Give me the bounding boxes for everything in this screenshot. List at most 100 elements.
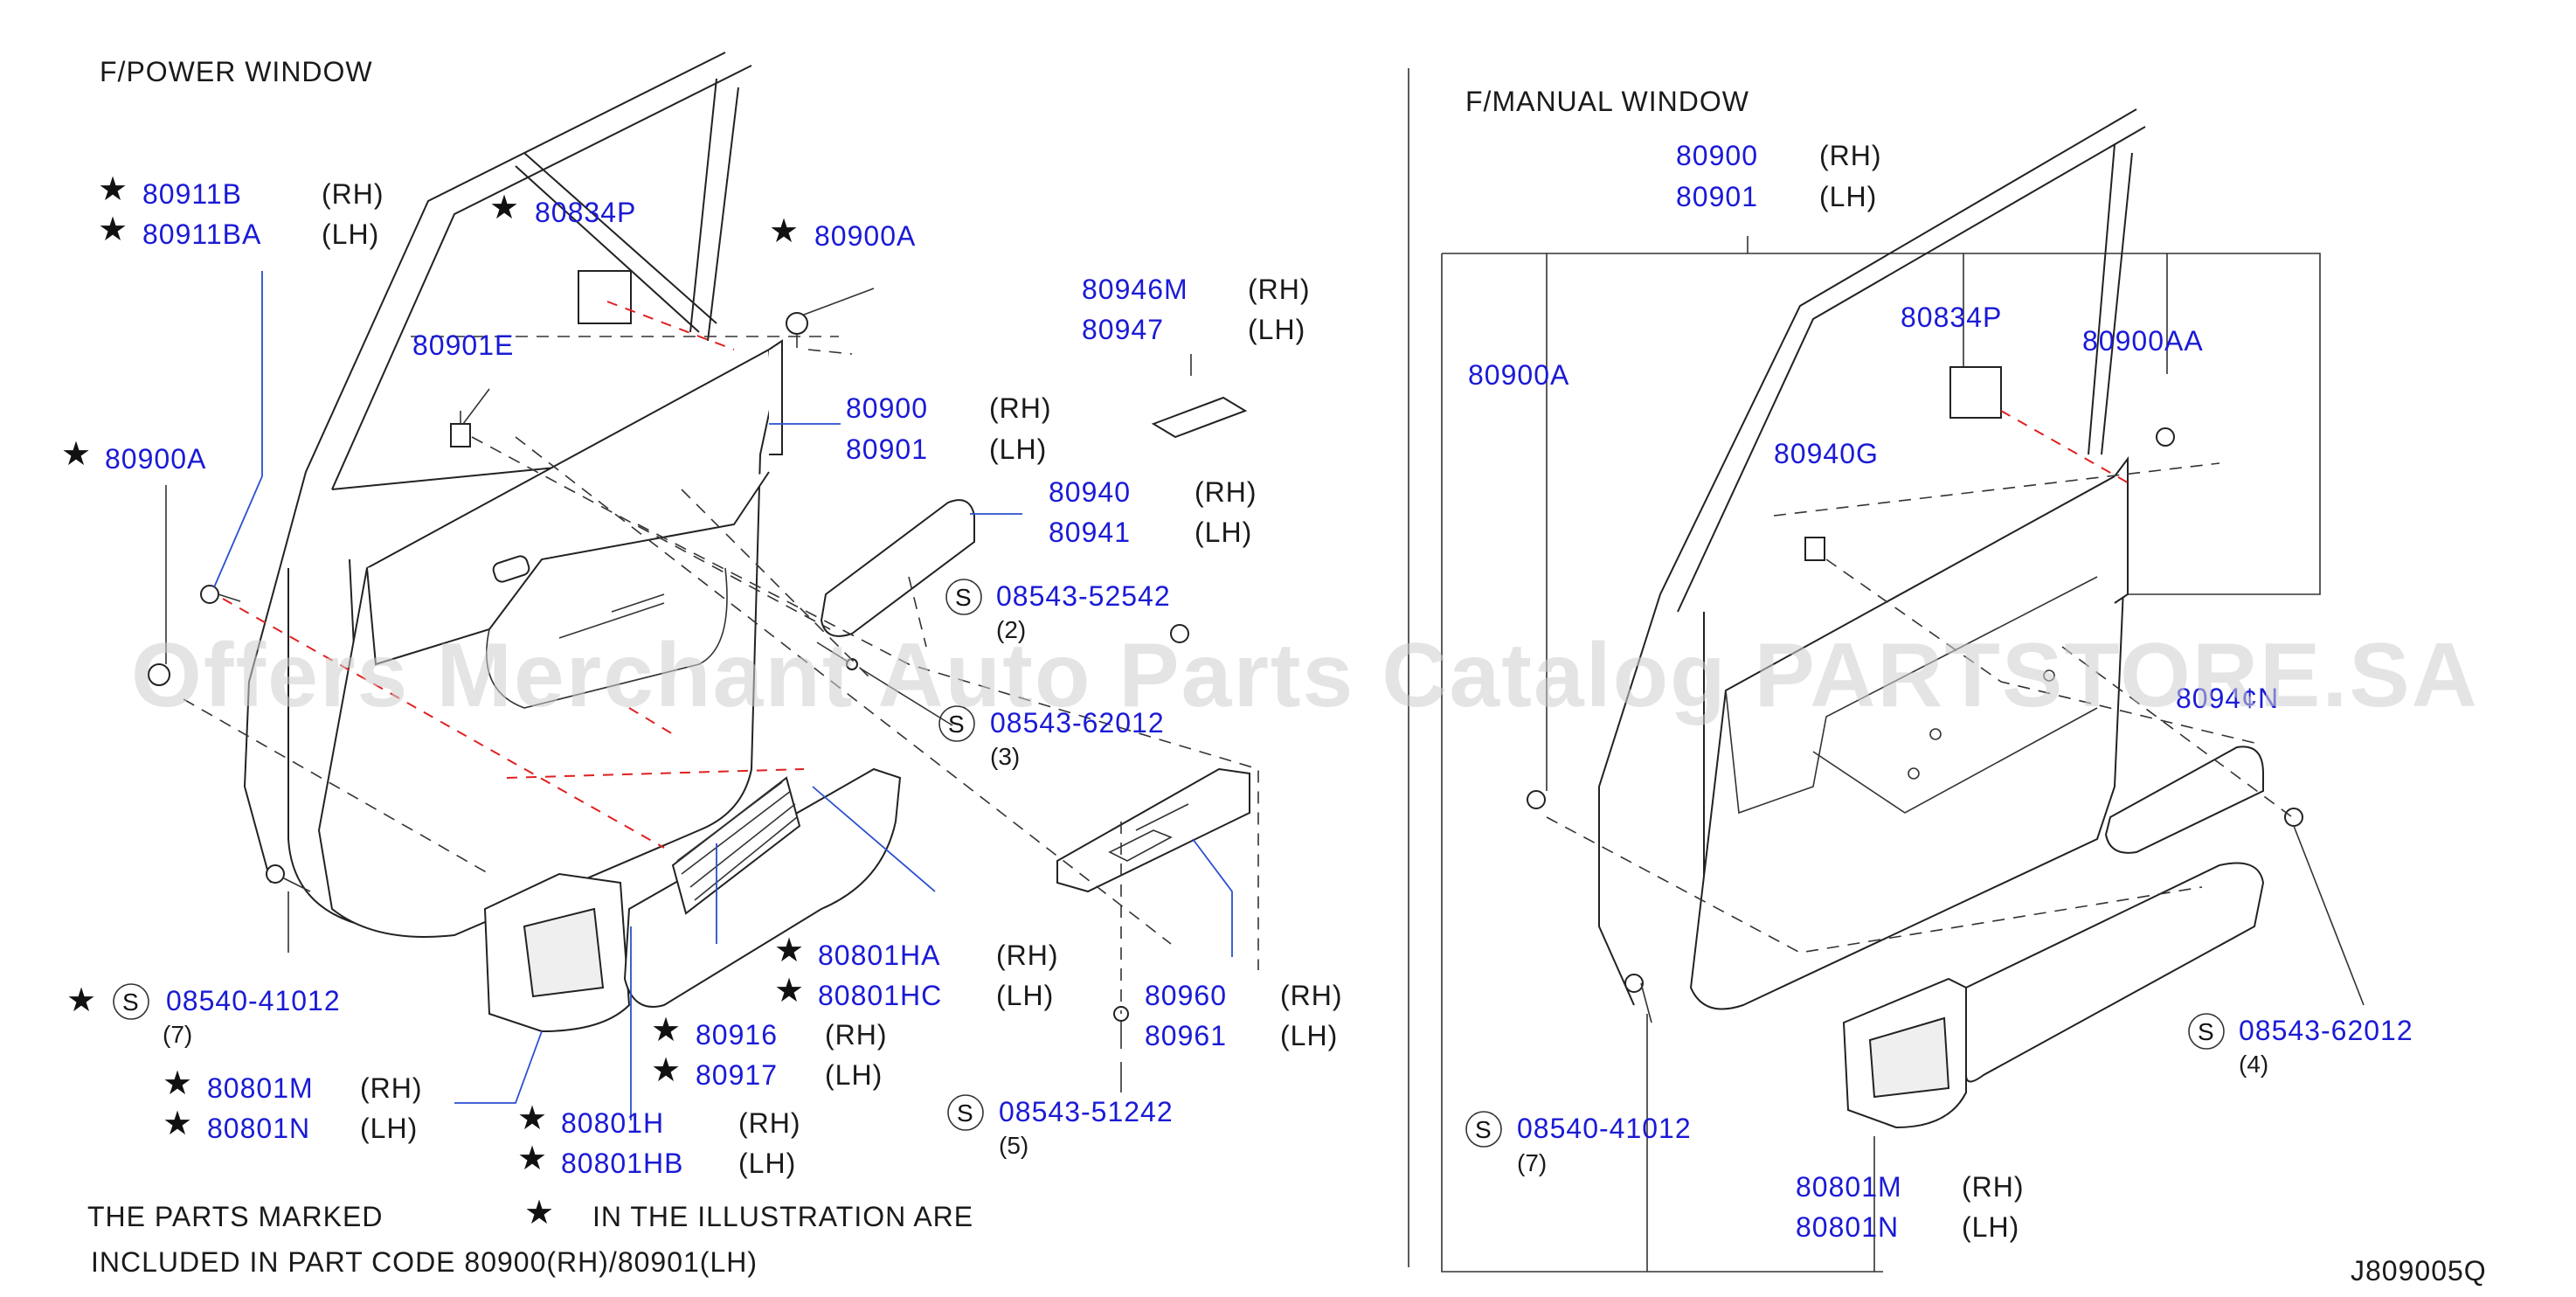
footer-note: THE PARTS MARKED ★ IN THE ILLUSTRATION A…: [87, 1193, 973, 1278]
label-08543-51242: 08543-51242: [999, 1096, 1174, 1127]
svg-text:(RH): (RH): [1195, 476, 1257, 508]
svg-text:(RH): (RH): [989, 392, 1052, 424]
label-80801HC: 80801HC: [818, 980, 942, 1011]
svg-text:(2): (2): [996, 616, 1026, 643]
label-80801HA: 80801HA: [818, 940, 940, 971]
label-80900A-left: 80900A: [105, 443, 206, 475]
label-80916: 80916: [696, 1019, 778, 1051]
power-switch-bezel-80960: [1056, 767, 1250, 893]
svg-text:(RH): (RH): [825, 1019, 888, 1051]
label-08543-52542: 08543-52542: [996, 580, 1171, 612]
svg-text:★: ★: [98, 170, 128, 208]
label-80900-manual: 80900: [1676, 140, 1758, 171]
power-pocket-80801H: [623, 767, 902, 1008]
power-clip-80900A-top: [786, 312, 808, 348]
svg-text:★: ★: [524, 1193, 554, 1231]
svg-text:(4): (4): [2239, 1051, 2268, 1078]
label-80801M-manual: 80801M: [1796, 1171, 1902, 1203]
label-80941: 80941: [1049, 517, 1131, 548]
svg-text:S: S: [957, 1099, 973, 1127]
svg-text:★: ★: [774, 971, 804, 1009]
svg-text:(7): (7): [1517, 1149, 1547, 1176]
svg-text:(RH): (RH): [360, 1072, 423, 1104]
svg-text:★: ★: [651, 1051, 681, 1089]
manual-window-title: F/MANUAL WINDOW: [1465, 86, 1749, 117]
manual-armrest: [2104, 746, 2264, 854]
manual-pocket-80801M: [1842, 862, 2265, 1129]
svg-text:(3): (3): [990, 743, 1020, 770]
label-80834P-manual: 80834P: [1901, 302, 2002, 333]
svg-text:(RH): (RH): [1248, 274, 1311, 305]
power-door-trim-panel: [317, 339, 783, 938]
svg-text:(RH): (RH): [322, 178, 384, 210]
svg-text:(RH): (RH): [1280, 980, 1343, 1011]
svg-text:(LH): (LH): [1248, 314, 1305, 345]
label-80940G: 80940G: [1774, 438, 1879, 469]
power-sticker-80834P: [578, 270, 632, 324]
power-clip-80911B: [200, 585, 241, 604]
label-80960: 80960: [1145, 980, 1227, 1011]
svg-text:★: ★: [517, 1139, 547, 1177]
svg-text:(RH): (RH): [996, 940, 1059, 971]
svg-text:★: ★: [651, 1010, 681, 1049]
svg-text:(LH): (LH): [1280, 1020, 1338, 1051]
power-pocket-80801M: [483, 872, 631, 1033]
svg-text:(RH): (RH): [1962, 1171, 2025, 1203]
label-80900: 80900: [846, 392, 928, 424]
label-80834P: 80834P: [535, 197, 636, 228]
drawing-code: J809005Q: [2351, 1255, 2487, 1287]
manual-assembly-lines: [1546, 410, 2365, 1023]
label-80801M-power: 80801M: [207, 1072, 314, 1104]
power-window-title: F/POWER WINDOW: [100, 56, 373, 87]
svg-text:S: S: [955, 584, 972, 611]
power-speaker-grille-80916: [671, 776, 801, 915]
svg-text:(5): (5): [999, 1132, 1028, 1159]
svg-text:★: ★: [517, 1099, 547, 1137]
svg-text:(LH): (LH): [322, 218, 379, 250]
manual-sticker-80834P: [1949, 366, 2002, 419]
svg-text:★: ★: [66, 981, 96, 1019]
watermark: Offers Merchant Auto Parts Catalog PARTS…: [131, 625, 2479, 726]
footer-line2: INCLUDED IN PART CODE 80900(RH)/80901(LH…: [91, 1246, 758, 1278]
svg-text:(RH): (RH): [1819, 140, 1882, 171]
label-80900A-top: 80900A: [814, 220, 916, 252]
manual-labels: 80900 (RH) 80901 (LH) 80834P 80900AA 809…: [1465, 140, 2413, 1243]
label-80947: 80947: [1082, 314, 1164, 345]
svg-text:S: S: [948, 711, 965, 738]
label-80900AA: 80900AA: [2082, 325, 2204, 357]
label-80901: 80901: [846, 433, 928, 465]
svg-text:(LH): (LH): [825, 1059, 883, 1091]
label-80946M: 80946M: [1082, 274, 1188, 305]
label-80801HB: 80801HB: [561, 1148, 683, 1179]
svg-text:★: ★: [489, 188, 519, 226]
label-08543-62012-manual: 08543-62012: [2239, 1015, 2413, 1046]
svg-text:(LH): (LH): [1962, 1211, 2019, 1243]
svg-text:(LH): (LH): [989, 433, 1047, 465]
power-screw-08540: [266, 864, 311, 892]
label-80917: 80917: [696, 1059, 778, 1091]
manual-bracket-lines: [1441, 236, 2321, 1273]
svg-text:★: ★: [61, 434, 91, 473]
footer-line1b: IN THE ILLUSTRATION ARE: [592, 1201, 973, 1232]
label-80961: 80961: [1145, 1020, 1227, 1051]
svg-text:S: S: [1475, 1116, 1492, 1143]
power-labels: ★ 80911B (RH) ★ 80911BA (LH) ★ 80834P ★ …: [61, 170, 1343, 1179]
svg-text:★: ★: [769, 212, 799, 250]
label-80900A-manual: 80900A: [1468, 359, 1569, 391]
svg-text:S: S: [122, 988, 139, 1016]
svg-text:(LH): (LH): [996, 980, 1054, 1011]
label-80901-manual: 80901: [1676, 181, 1758, 212]
svg-text:(RH): (RH): [738, 1107, 801, 1139]
power-armrest-80940: [820, 499, 975, 637]
svg-text:(LH): (LH): [360, 1113, 418, 1144]
power-assembly-lines: [183, 301, 1259, 1014]
label-80911BA: 80911BA: [142, 218, 261, 250]
label-80801N-power: 80801N: [207, 1113, 310, 1144]
label-8094xN: 8094¢N: [2176, 683, 2279, 714]
svg-text:(LH): (LH): [1195, 517, 1252, 548]
power-screw-08543-62012: [816, 642, 858, 670]
power-screw-08543-51242: [1113, 1006, 1129, 1049]
label-80901E: 80901E: [412, 329, 514, 361]
svg-text:★: ★: [98, 210, 128, 248]
